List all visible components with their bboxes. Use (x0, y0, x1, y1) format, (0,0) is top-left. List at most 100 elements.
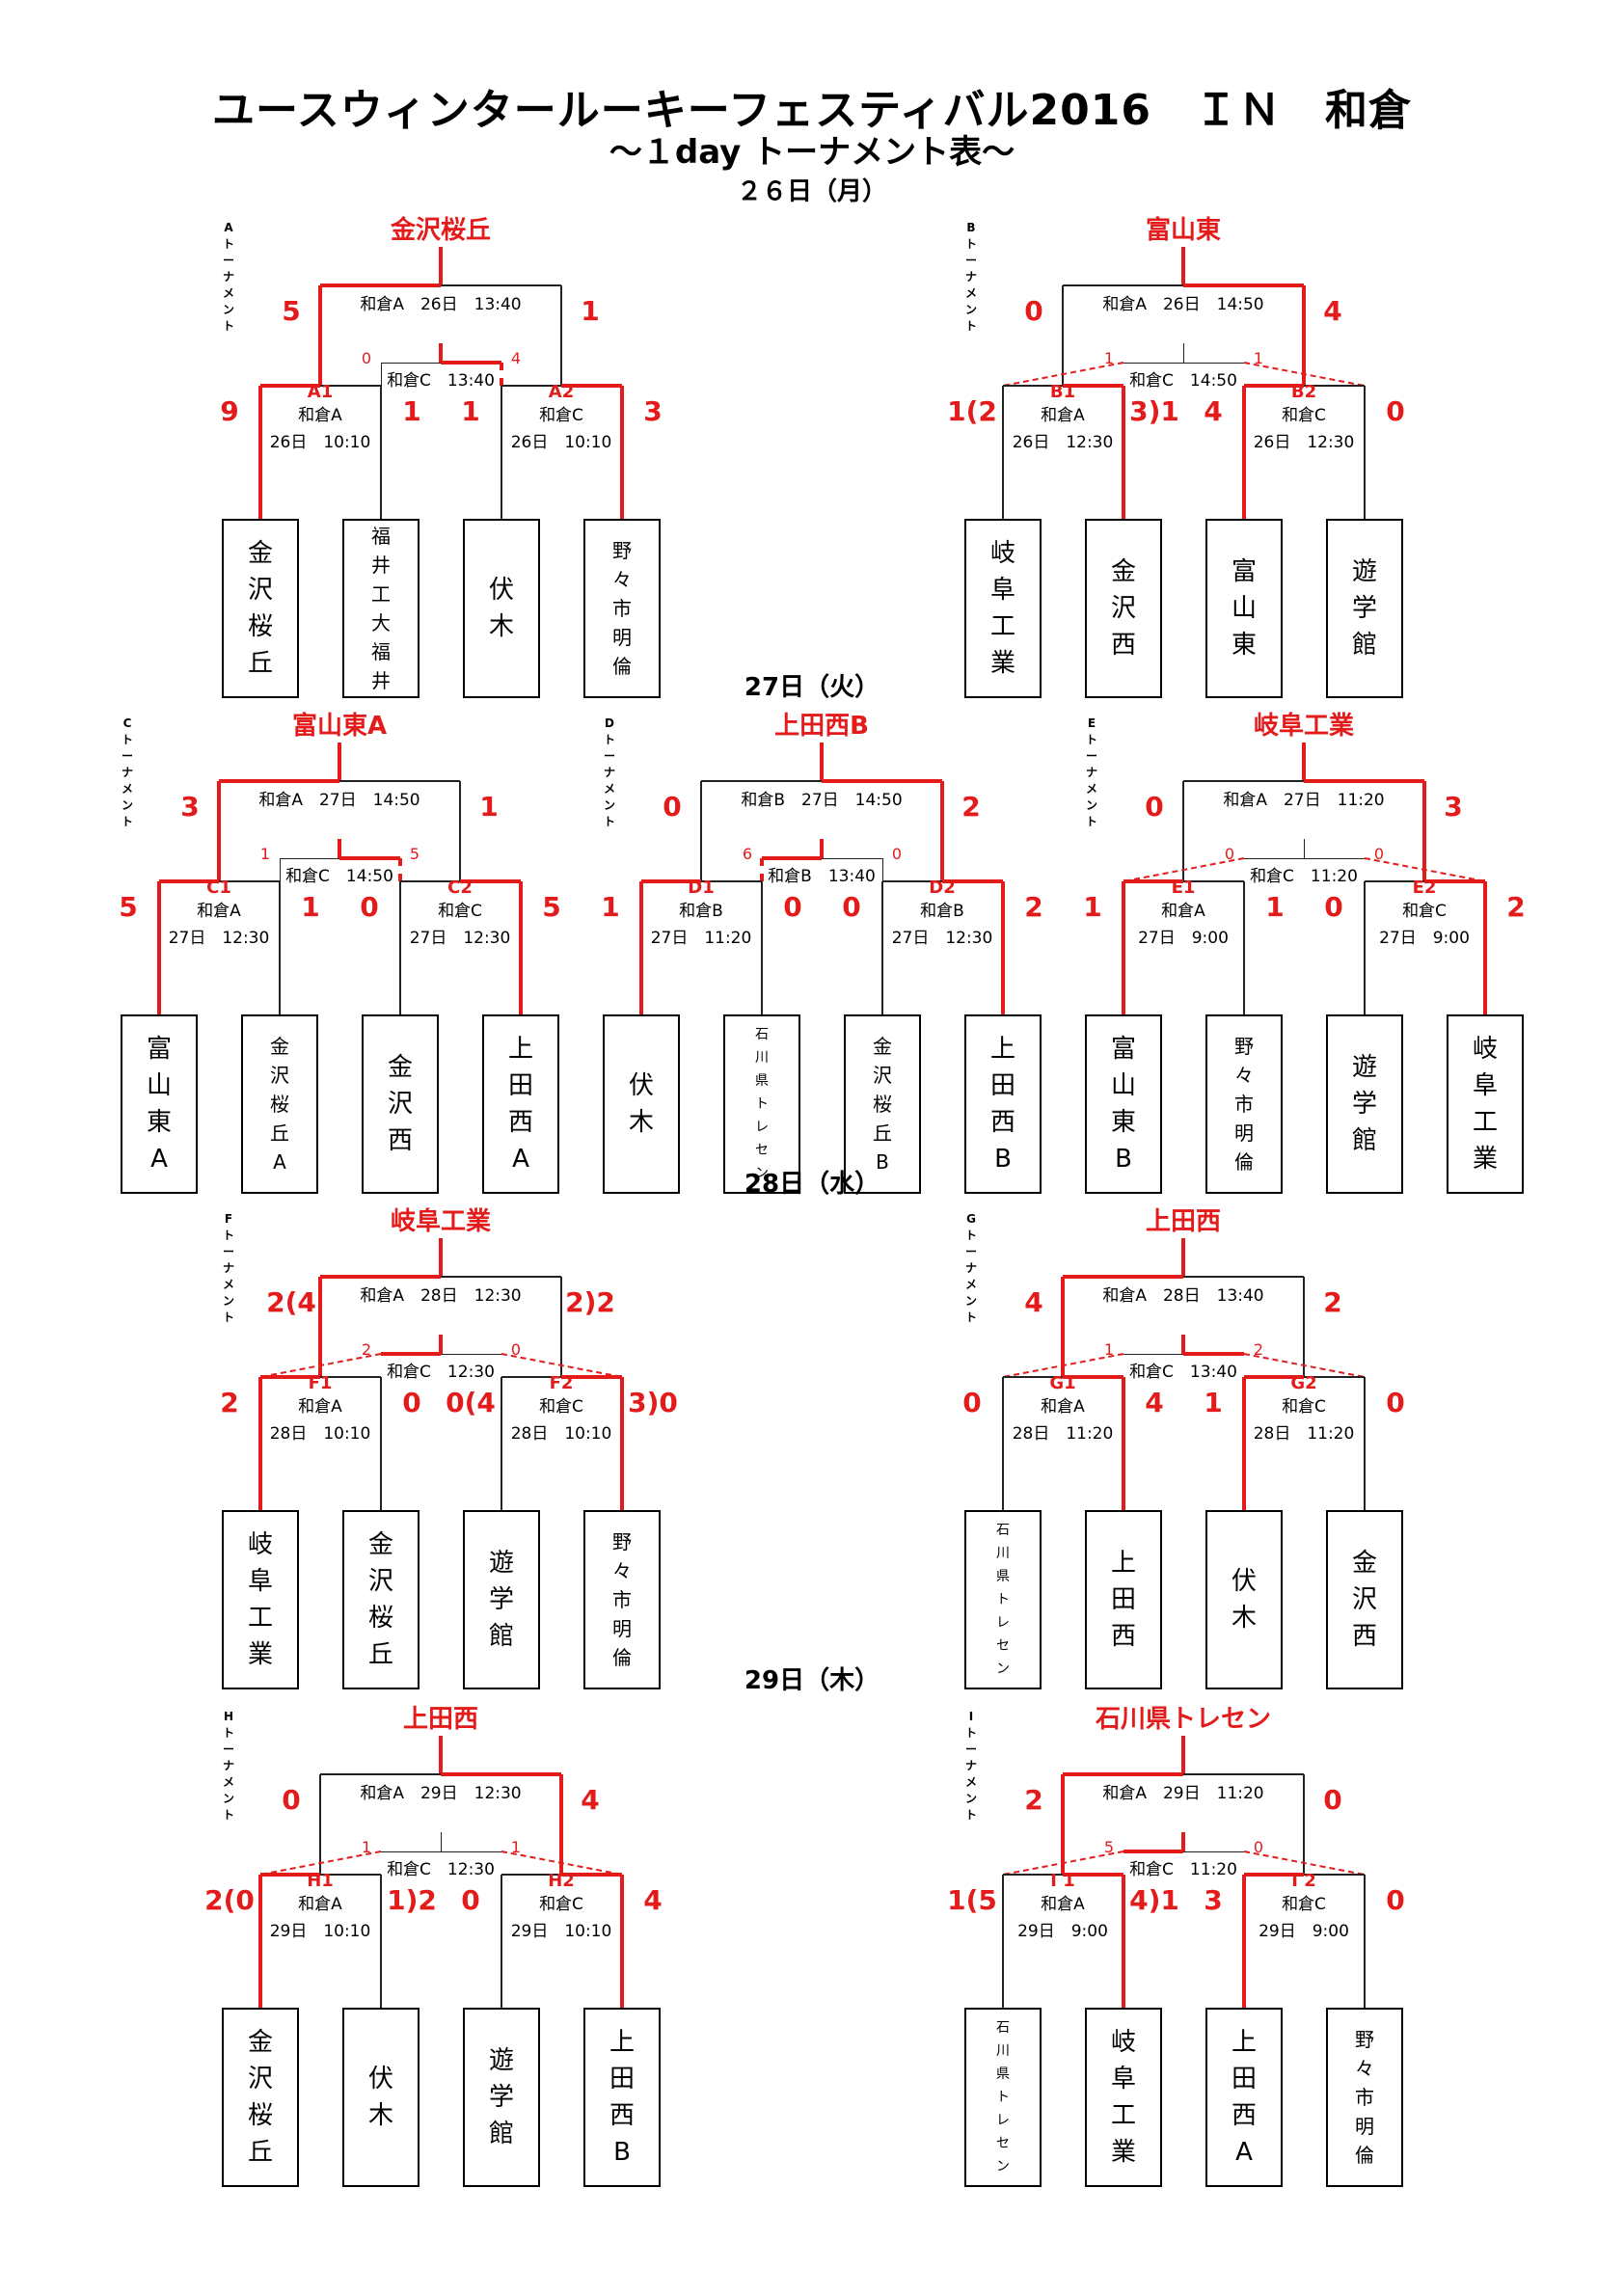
bracket-label-char: ー (964, 254, 977, 267)
team-name-char: 県 (755, 1073, 769, 1089)
team-name-char: 阜 (1110, 2065, 1136, 2093)
team-box-B-2: 金沢西 (1085, 519, 1162, 698)
team-box-E-3: 遊学館 (1326, 1014, 1403, 1194)
m2-right-line (942, 879, 1003, 883)
final-stem-line (1181, 247, 1185, 285)
m2-left-line (1365, 880, 1424, 882)
team-name-char: 田 (609, 2065, 635, 2093)
m2-code-B: B2 (1290, 382, 1317, 402)
third-left-drop (760, 858, 764, 881)
bracket-label-char: ト (964, 1229, 977, 1242)
bracket-label-char: メ (964, 286, 977, 300)
m1-code-B: B1 (1049, 382, 1076, 402)
bracket-label-char: ト (222, 1808, 234, 1822)
m1-time-D: 27日 11:20 (647, 924, 755, 948)
day-label-28: 28日（水） (744, 1170, 880, 1199)
final-right-line (822, 779, 942, 783)
m2-left-line (882, 880, 942, 882)
team-name-char: 伏 (367, 2065, 393, 2093)
final-right-line (441, 1276, 561, 1278)
m2-right-drop (620, 1377, 624, 1510)
team-name-char: 遊 (488, 2046, 514, 2075)
third-diagonal (1002, 362, 1124, 387)
final-score-left-B: 0 (1024, 295, 1043, 327)
m1-code-I: I 1 (1050, 1871, 1075, 1891)
third-stem-line (1181, 1335, 1185, 1354)
bracket-label-char: ト (121, 815, 133, 828)
third-right-line (1183, 362, 1244, 364)
m2-code-E: E2 (1412, 878, 1437, 898)
bracket-label-char: ン (964, 303, 977, 316)
team-name-char: 倫 (1355, 2144, 1374, 2167)
final-info-G: 和倉A 28日 13:40 (1099, 1282, 1267, 1306)
team-name-char: 川 (996, 2043, 1010, 2059)
m1-venue-F: 和倉A (298, 1397, 342, 1417)
final-left-drop (318, 285, 322, 386)
m2-venue-I: 和倉C (1282, 1895, 1326, 1914)
team-name-char: 山 (146, 1071, 172, 1100)
third-score-right-F: 0 (510, 1340, 522, 1359)
bracket-label-char: ー (964, 1742, 977, 1756)
m2-score-right-F: 3)0 (628, 1387, 678, 1418)
final-left-drop (1061, 1774, 1065, 1875)
m1-venue-G: 和倉A (1041, 1397, 1085, 1417)
third-diagonal (1123, 857, 1245, 882)
team-name-char: 桜 (270, 1093, 289, 1116)
team-name-char: 金 (1351, 1549, 1377, 1578)
bracket-label-char: H (223, 1710, 234, 1723)
final-right-drop (560, 1277, 562, 1377)
bracket-label-char: ト (603, 815, 615, 828)
page-title: ユースウィンタールーキーフェスティバル2016 ＩＮ 和倉 (212, 86, 1412, 135)
team-box-G-2: 上田西 (1085, 1510, 1162, 1689)
m2-score-right-D: 2 (1024, 891, 1043, 923)
third-info-H: 和倉C 12:30 (384, 1855, 498, 1879)
m1-venue-A: 和倉A (298, 406, 342, 425)
m1-score-left-E: 1 (1083, 891, 1102, 923)
m1-score-left-H: 2(0 (204, 1884, 255, 1916)
bracket-label-char: ー (1085, 749, 1097, 763)
bracket-label-char: ト (222, 1229, 234, 1242)
final-left-line (320, 1773, 441, 1775)
team-name-char: 々 (1355, 2057, 1374, 2080)
bracket-label-char: ナ (121, 766, 133, 779)
team-name-char: 阜 (247, 1567, 273, 1596)
team-name-char: 岐 (1472, 1035, 1498, 1064)
final-right-line (441, 1772, 561, 1776)
team-box-C-3: 金沢西 (362, 1014, 439, 1194)
team-box-I-4: 野々市明倫 (1326, 2008, 1403, 2187)
final-right-line (1183, 284, 1304, 287)
bracket-label-char: ト (964, 319, 977, 333)
team-name-char: 々 (1234, 1064, 1254, 1087)
team-box-I-2: 岐阜工業 (1085, 2008, 1162, 2187)
team-box-B-1: 岐阜工業 (964, 519, 1042, 698)
bracket-label-char: ン (222, 1792, 234, 1805)
bracket-label-char: ー (222, 254, 234, 267)
m2-left-drop (1242, 1875, 1246, 2008)
third-score-left-G: 1 (1103, 1340, 1115, 1359)
m1-code-G: G1 (1049, 1373, 1076, 1393)
bracket-label-char: I (968, 1710, 974, 1723)
m1-left-drop (1122, 881, 1125, 1014)
final-right-line (1183, 1276, 1304, 1278)
team-name-char: 市 (1234, 1093, 1254, 1116)
m1-score-right-G: 4 (1145, 1387, 1164, 1418)
m2-score-left-I: 3 (1204, 1884, 1223, 1916)
third-diagonal-lines (1002, 1353, 1366, 1378)
team-name-char: 田 (989, 1071, 1015, 1100)
team-box-E-4: 岐阜工業 (1447, 1014, 1524, 1194)
m2-code-I: I 2 (1291, 1871, 1316, 1891)
final-stem-line (439, 1238, 443, 1277)
team-name-char: 金 (387, 1053, 413, 1082)
m2-code-F: F2 (549, 1373, 574, 1393)
team-name-char: 業 (247, 1640, 273, 1669)
m1-left-line (260, 384, 320, 388)
m1-venue-D: 和倉B (679, 902, 723, 921)
m2-left-drop (1242, 1377, 1246, 1510)
team-name-char: 沢 (1351, 1585, 1377, 1614)
third-diagonal (259, 1353, 382, 1378)
final-score-left-D: 0 (663, 791, 682, 823)
day-label-27: 27日（火） (744, 673, 880, 702)
m2-right-drop (1364, 1875, 1366, 2008)
